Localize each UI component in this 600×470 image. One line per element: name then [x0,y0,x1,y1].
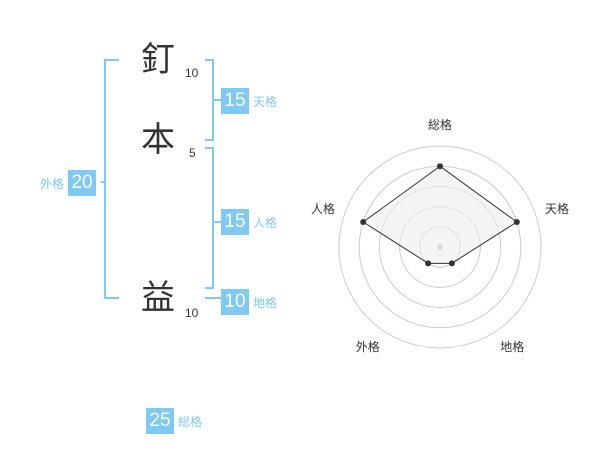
jinkaku-badge: 15 人格 [221,209,277,235]
outer-bracket [104,59,119,299]
name-char-2: 本 [141,120,175,160]
radar-points [360,163,520,267]
name-char-3-strokes: 10 [185,306,199,320]
radar-point [448,260,455,267]
jinkaku-label: 人格 [253,215,278,230]
chikaku-label: 地格 [253,295,278,310]
tenkaku-value: 15 [221,88,249,114]
chikaku-badge: 10 地格 [221,289,277,315]
radar-label-tenkaku: 天格 [544,202,569,217]
gaikaku-label: 外格 [40,176,65,191]
radar-ring [338,145,542,349]
name-char-3: 益 [141,278,175,318]
radar-point [425,260,432,267]
radar-label-jinkaku: 人格 [311,202,336,217]
jinkaku-value: 15 [221,209,249,235]
soukaku-badge: 25 総格 [146,408,202,434]
radar-polygon [362,165,518,264]
tenkaku-label: 天格 [253,94,278,109]
tenkaku-badge: 15 天格 [221,88,277,114]
chikaku-value: 10 [221,289,249,315]
radar-point [360,219,367,226]
soukaku-label: 総格 [178,414,203,429]
radar-label-soukaku: 総格 [428,117,453,132]
gaikaku-badge: 外格 20 [40,170,97,196]
radar-point [437,163,443,170]
jinkaku-bracket [205,147,214,289]
radar-point [513,219,520,226]
radar-label-gaikaku: 外格 [355,340,380,354]
name-char-1: 釘 [141,40,175,80]
radar-label-chikaku: 地格 [500,340,525,354]
soukaku-value: 25 [146,408,174,434]
name-char-1-strokes: 10 [185,66,199,80]
gaikaku-value: 20 [68,170,97,196]
radar-area [362,165,518,264]
name-char-2-strokes: 5 [189,146,196,160]
